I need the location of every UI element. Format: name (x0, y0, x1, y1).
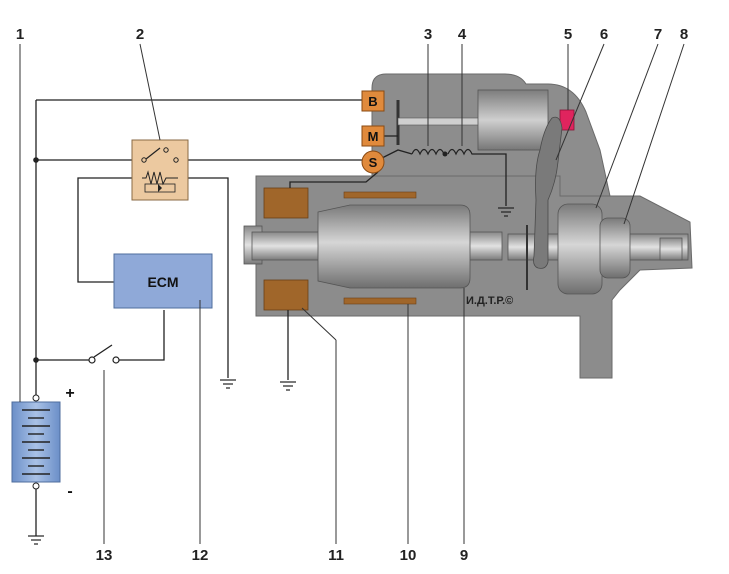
callout-leaders (19, 43, 685, 544)
ground-icon (498, 207, 514, 217)
callout-12: 12 (192, 547, 209, 564)
pole-strip-bottom (343, 297, 417, 305)
watermark: И.Д.Т.Р.© (466, 295, 513, 307)
svg-text:M: M (368, 129, 379, 144)
callout-9: 9 (460, 547, 468, 564)
wiring (35, 99, 507, 536)
hold-in-coil (447, 148, 480, 156)
battery-minus-label: - (67, 483, 72, 500)
shaft-tip (659, 237, 683, 261)
coil-junction (442, 151, 448, 157)
callout-6: 6 (600, 26, 608, 43)
callout-3: 3 (424, 26, 432, 43)
callout-7: 7 (654, 26, 662, 43)
solenoid-rod (397, 117, 481, 126)
ground-icon (280, 381, 296, 391)
callout-11: 11 (328, 547, 344, 564)
callout-8: 8 (680, 26, 688, 43)
battery-plus-label: + (65, 385, 74, 402)
overrunning-clutch (557, 203, 603, 295)
junction-dot (33, 157, 39, 163)
pinion-gear (599, 217, 631, 279)
pole-strip-top (343, 191, 417, 199)
callout-4: 4 (458, 26, 467, 43)
starter-relay (131, 139, 189, 201)
terminal-m: M (361, 125, 385, 147)
junction-dot (33, 357, 39, 363)
callout-1: 1 (16, 26, 24, 43)
callout-2: 2 (136, 26, 144, 43)
callout-10: 10 (400, 547, 417, 564)
terminal-b: B (361, 90, 385, 112)
field-winding-bottom (263, 279, 309, 311)
callout-13: 13 (96, 547, 113, 564)
ground-icon (220, 379, 236, 389)
callout-5: 5 (564, 26, 572, 43)
ignition-switch (88, 344, 120, 364)
svg-text:S: S (369, 155, 378, 170)
battery (11, 394, 61, 490)
ecm-module: ECM (113, 253, 213, 309)
shift-fork (533, 116, 563, 269)
armature (317, 204, 471, 289)
solenoid-plunger (477, 89, 549, 151)
ecm-label: ECM (147, 274, 178, 290)
terminal-s: S (361, 150, 385, 174)
pull-in-coil (411, 148, 445, 156)
svg-text:B: B (368, 94, 377, 109)
field-winding-top (263, 187, 309, 219)
ground-icon (28, 535, 44, 545)
